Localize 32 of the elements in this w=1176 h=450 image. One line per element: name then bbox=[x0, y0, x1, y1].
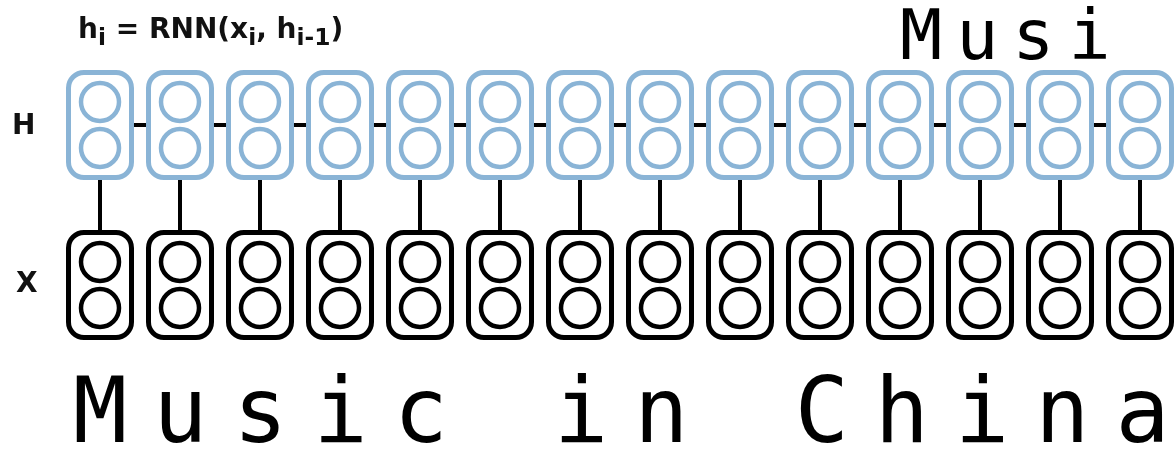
connector-line bbox=[978, 180, 982, 230]
connector-line bbox=[294, 123, 306, 127]
connector-line bbox=[1138, 180, 1142, 230]
connector-line bbox=[98, 180, 102, 230]
connector-line bbox=[418, 180, 422, 230]
connector-line bbox=[774, 123, 786, 127]
connector-line bbox=[258, 180, 262, 230]
sequence-text: Music in China bbox=[73, 366, 1176, 450]
connector-line bbox=[454, 123, 466, 127]
formula-text: h$_{i}$ = RNN(x$_{i}$, h$_{i-1}$) bbox=[78, 12, 344, 51]
connector-line bbox=[1014, 123, 1026, 127]
connector-line bbox=[1058, 180, 1062, 230]
connector-line bbox=[738, 180, 742, 230]
connector-line bbox=[498, 180, 502, 230]
connector-line bbox=[534, 123, 546, 127]
connector-line bbox=[818, 180, 822, 230]
connector-line bbox=[134, 123, 146, 127]
connector-line bbox=[1094, 123, 1106, 127]
row-label: H bbox=[12, 108, 36, 141]
connector-line bbox=[178, 180, 182, 230]
connector-line bbox=[614, 123, 626, 127]
heading-text: Musi bbox=[900, 0, 1125, 70]
connector-line bbox=[934, 123, 946, 127]
connector-line bbox=[214, 123, 226, 127]
connector-line bbox=[338, 180, 342, 230]
connector-line bbox=[374, 123, 386, 127]
connector-line bbox=[854, 123, 866, 127]
connector-line bbox=[578, 180, 582, 230]
connector-line bbox=[694, 123, 706, 127]
connector-line bbox=[898, 180, 902, 230]
row-label: X bbox=[16, 266, 38, 299]
connector-line bbox=[658, 180, 662, 230]
